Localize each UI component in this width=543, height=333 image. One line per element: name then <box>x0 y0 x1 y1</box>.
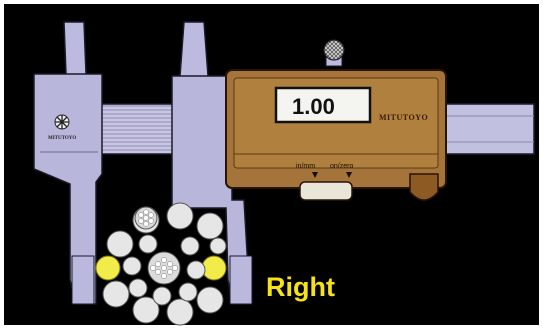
inmm-button[interactable]: in/mm <box>296 163 318 178</box>
fixed-jaw-brand: MITUTOYO <box>48 136 76 141</box>
inmm-button-label: in/mm <box>296 163 315 170</box>
wire-rope-cross-section <box>95 202 227 326</box>
lcd-display: 1.00 <box>274 86 372 124</box>
display-value: 1.00 <box>292 94 335 119</box>
mitutoyo-star-logo-icon: MITUTOYO <box>48 114 76 141</box>
measured-strand-right <box>201 255 227 281</box>
fixed-jaw <box>33 21 103 305</box>
onzero-arrow-icon <box>346 172 352 178</box>
measured-strand-left <box>95 255 121 281</box>
onzero-button-label: on/zero <box>330 163 353 170</box>
inmm-arrow-icon <box>312 172 318 178</box>
housing-brand: MITUTOYO <box>379 113 428 122</box>
onzero-button[interactable]: on/zero <box>330 163 353 178</box>
knurled-thumb-wheel-icon[interactable] <box>323 39 345 67</box>
caliper-illustration: MITUTOYO 1.00 MITUTOYO <box>33 21 535 326</box>
caption-text: Right <box>266 272 335 302</box>
